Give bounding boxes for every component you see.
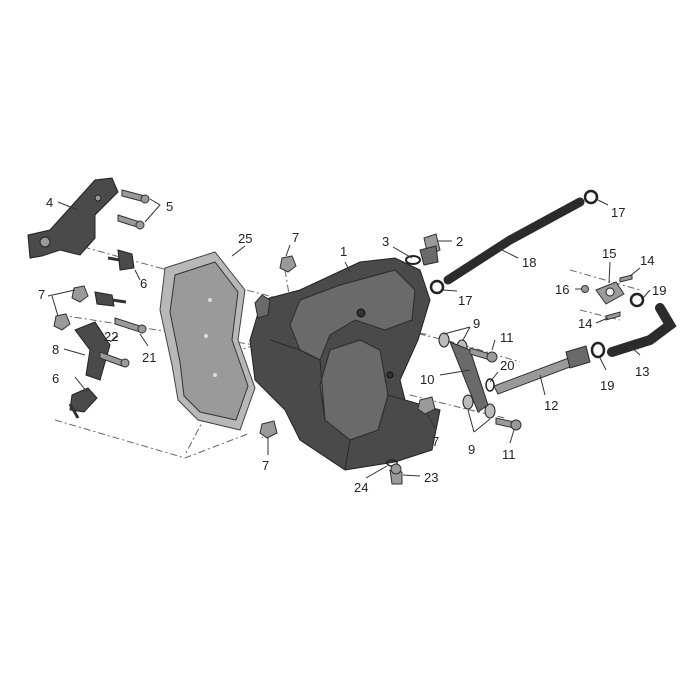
callout-11-lower: 11 [502,447,516,462]
callout-1: 1 [340,244,347,259]
callout-15: 15 [602,246,616,261]
callout-11-upper: 11 [500,330,514,345]
o-ring-icon [485,378,495,392]
callout-18: 18 [522,255,536,270]
callout-12: 12 [544,398,558,413]
callout-23: 23 [424,470,438,485]
drain-screw-icon [386,459,403,485]
callout-19-lower: 19 [600,378,614,393]
callout-13: 13 [635,364,649,379]
pipe-fitting-icon [493,345,591,395]
banjo-fitting-icon [581,274,633,321]
leader-lines [47,198,651,479]
callout-3: 3 [382,234,389,249]
callout-labels: 1 2 3 4 5 6 6 7 7 7 7 8 9 9 10 11 11 12 … [38,195,666,495]
plate-icon [74,321,111,381]
callout-6-lower: 6 [52,371,59,386]
callout-14-upper: 14 [640,253,654,268]
callout-25: 25 [238,231,252,246]
spring-clamp-icon [590,292,645,359]
breather-hose-icon [443,197,585,285]
callout-21: 21 [142,350,156,365]
mounting-bracket-icon [27,177,119,259]
bolt-icon [117,189,150,230]
callout-17-lower: 17 [458,293,472,308]
callout-20: 20 [500,358,514,373]
heat-shield-icon [159,251,256,431]
breather-fitting-icon [405,233,441,266]
callout-16: 16 [555,282,569,297]
oil-tank-icon [249,257,441,471]
callout-5: 5 [166,199,173,214]
callout-4: 4 [46,195,53,210]
callout-9-lower: 9 [468,442,475,457]
callout-19-right: 19 [652,283,666,298]
callout-24: 24 [354,480,368,495]
nut-icon [53,255,436,439]
callout-14-lower: 14 [578,316,592,331]
callout-9-upper: 9 [473,316,480,331]
callout-2: 2 [456,234,463,249]
link-rod-icon [438,332,522,431]
callout-17-top: 17 [611,205,625,220]
callout-7-right: 7 [432,434,439,449]
callout-6-upper: 6 [140,276,147,291]
callout-10: 10 [420,372,434,387]
screw-icon [99,317,147,368]
callout-7-bottom: 7 [262,458,269,473]
hose-clamp-icon [429,189,599,295]
callout-8: 8 [52,342,59,357]
callout-7-center: 7 [292,230,299,245]
callout-7-left: 7 [38,287,45,302]
return-hose-icon [607,303,677,357]
callout-22: 22 [104,329,118,344]
